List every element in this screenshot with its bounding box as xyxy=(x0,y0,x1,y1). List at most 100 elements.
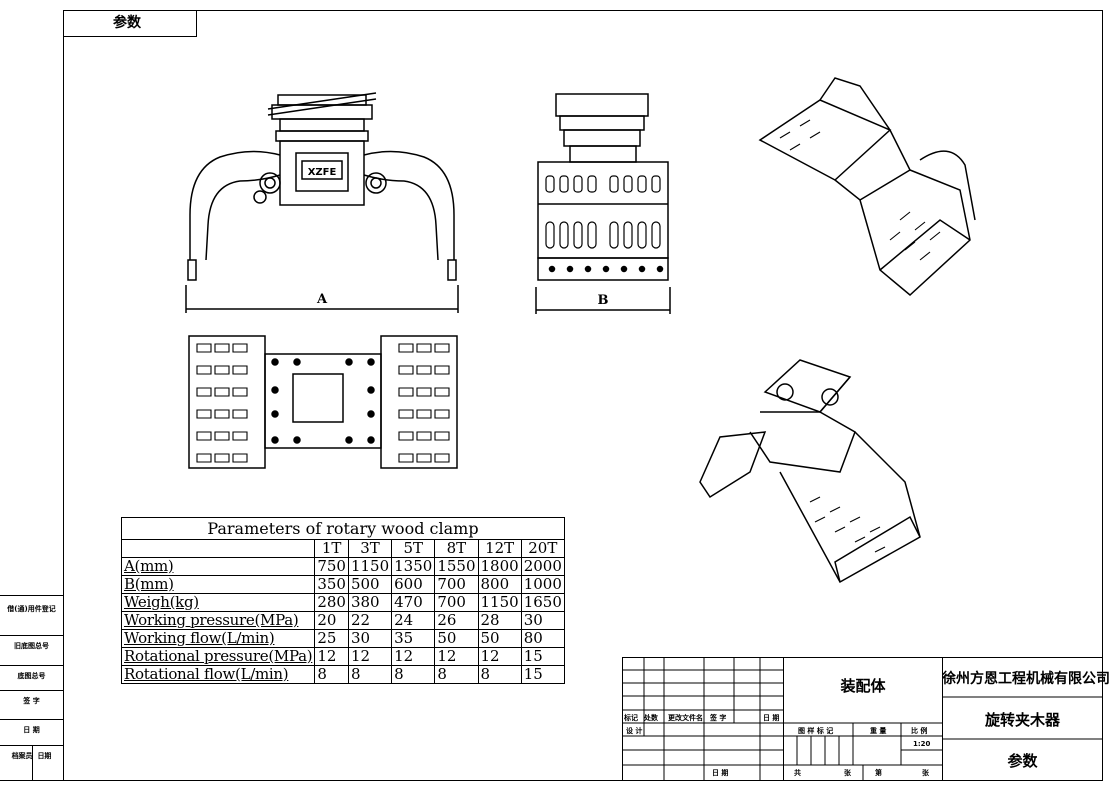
right-grid xyxy=(942,657,1103,781)
table-cell: 2000 xyxy=(520,557,565,576)
logo-text: XZFE xyxy=(308,167,337,178)
table-cell: 15 xyxy=(520,665,565,684)
strip-drawing-no: 底图总号 xyxy=(0,665,63,686)
table-cell: 30 xyxy=(347,629,393,648)
revision-grid xyxy=(622,657,784,781)
total-label: 共 xyxy=(794,769,801,777)
isometric-view-open xyxy=(740,70,980,300)
table-title: Parameters of rotary wood clamp xyxy=(121,517,565,540)
table-cell: 470 xyxy=(391,593,436,612)
table-cell: 1650 xyxy=(520,593,565,612)
middle-grid xyxy=(783,657,943,781)
table-cell: 12 xyxy=(314,647,349,666)
strip-old-drawing-no: 旧底图总号 xyxy=(0,635,63,656)
table-header-row: 1T 3T 5T 8T 12T 20T xyxy=(120,539,565,558)
left-record-strip: 借(通)用件登记 旧底图总号 底图总号 签 字 日 期 档案员 日期 xyxy=(0,595,63,781)
header-cell: 20T xyxy=(520,539,565,558)
strip-date: 日 期 xyxy=(0,719,63,740)
strip-signature: 签 字 xyxy=(0,690,63,711)
table-cell: 750 xyxy=(314,557,349,576)
table-cell: 12 xyxy=(477,647,522,666)
table-cell: 12 xyxy=(391,647,436,666)
row-label: Working flow(L/min) xyxy=(120,629,316,648)
table-cell: 1350 xyxy=(391,557,436,576)
table-cell: 500 xyxy=(347,575,393,594)
date-label: 日 期 xyxy=(712,769,729,777)
side-view-drawing: B xyxy=(530,82,675,317)
table-row: Rotational pressure(MPa) 12 12 12 12 12 … xyxy=(120,647,565,666)
drawing-name: 参数 xyxy=(1007,752,1038,770)
table-cell: 26 xyxy=(434,611,479,630)
header-cell: 3T xyxy=(347,539,393,558)
scale-value: 1:20 xyxy=(913,740,931,748)
table-row: Working pressure(MPa) 20 22 24 26 28 30 xyxy=(120,611,565,630)
table-cell: 600 xyxy=(391,575,436,594)
table-cell: 1150 xyxy=(347,557,393,576)
table-cell: 12 xyxy=(434,647,479,666)
table-row: B(mm) 350 500 600 700 800 1000 xyxy=(120,575,565,594)
row-label: B(mm) xyxy=(120,575,316,594)
table-cell: 280 xyxy=(314,593,349,612)
scale-label: 比 例 xyxy=(911,727,928,735)
stage-label: 图 样 标 记 xyxy=(798,727,834,735)
dimension-label-b: B xyxy=(598,293,609,308)
table-cell: 1800 xyxy=(477,557,522,576)
col-label-count: 处数 xyxy=(644,714,658,722)
table-row: A(mm) 750 1150 1350 1550 1800 2000 xyxy=(120,557,565,576)
header-cell: 12T xyxy=(477,539,522,558)
table-row: Rotational flow(L/min) 8 8 8 8 8 15 xyxy=(120,665,565,684)
table-cell: 8 xyxy=(347,665,393,684)
col-label-mark: 标记 xyxy=(624,714,638,722)
table-cell: 350 xyxy=(314,575,349,594)
row-label: Weigh(kg) xyxy=(120,593,316,612)
strip-archivist-label: 档案员 xyxy=(11,752,33,760)
weight-label: 重 量 xyxy=(870,727,887,735)
table-row: Weigh(kg) 280 380 470 700 1150 1650 xyxy=(120,593,565,612)
table-cell: 700 xyxy=(434,593,479,612)
row-label: A(mm) xyxy=(120,557,316,576)
table-cell: 25 xyxy=(314,629,349,648)
front-view-drawing: XZFE A xyxy=(180,85,465,320)
col-label-signature: 签 字 xyxy=(710,714,727,722)
isometric-view-closed xyxy=(690,352,925,587)
table-cell: 50 xyxy=(477,629,522,648)
header-cell: 1T xyxy=(314,539,349,558)
row-label: Working pressure(MPa) xyxy=(120,611,316,630)
drawing-mark: 参数 xyxy=(63,10,197,37)
assembly-label: 装配体 xyxy=(840,677,886,695)
parameter-table: Parameters of rotary wood clamp 1T 3T 5T… xyxy=(120,517,565,684)
dimension-label-a: A xyxy=(316,292,328,307)
table-cell: 35 xyxy=(391,629,436,648)
table-cell: 800 xyxy=(477,575,522,594)
table-cell: 12 xyxy=(347,647,393,666)
header-cell: 8T xyxy=(434,539,479,558)
header-blank xyxy=(120,539,316,558)
strip-archivist: 档案员 日期 xyxy=(0,745,63,766)
table-cell: 80 xyxy=(520,629,565,648)
sheet-label-2: 张 xyxy=(922,769,929,777)
table-cell: 380 xyxy=(347,593,393,612)
table-cell: 8 xyxy=(434,665,479,684)
product-name: 旋转夹木器 xyxy=(984,711,1060,729)
strip-archivist-date: 日期 xyxy=(37,752,52,760)
row-label: Rotational pressure(MPa) xyxy=(120,647,316,666)
table-cell: 1000 xyxy=(520,575,565,594)
table-cell: 20 xyxy=(314,611,349,630)
design-label: 设 计 xyxy=(626,727,643,735)
table-cell: 1550 xyxy=(434,557,479,576)
col-label-change-file: 更改文件名 xyxy=(668,714,703,722)
header-cell: 5T xyxy=(391,539,436,558)
table-cell: 15 xyxy=(520,647,565,666)
strip-borrow-reg: 借(通)用件登记 xyxy=(0,595,63,630)
table-cell: 8 xyxy=(477,665,522,684)
table-cell: 30 xyxy=(520,611,565,630)
company-name: 徐州方恩工程机械有限公司 xyxy=(942,671,1110,687)
table-row: Working flow(L/min) 25 30 35 50 50 80 xyxy=(120,629,565,648)
col-label-date: 日 期 xyxy=(763,714,780,722)
top-view-drawing xyxy=(185,330,460,475)
table-cell: 28 xyxy=(477,611,522,630)
table-cell: 700 xyxy=(434,575,479,594)
table-cell: 1150 xyxy=(477,593,522,612)
row-label: Rotational flow(L/min) xyxy=(120,665,316,684)
table-cell: 8 xyxy=(314,665,349,684)
